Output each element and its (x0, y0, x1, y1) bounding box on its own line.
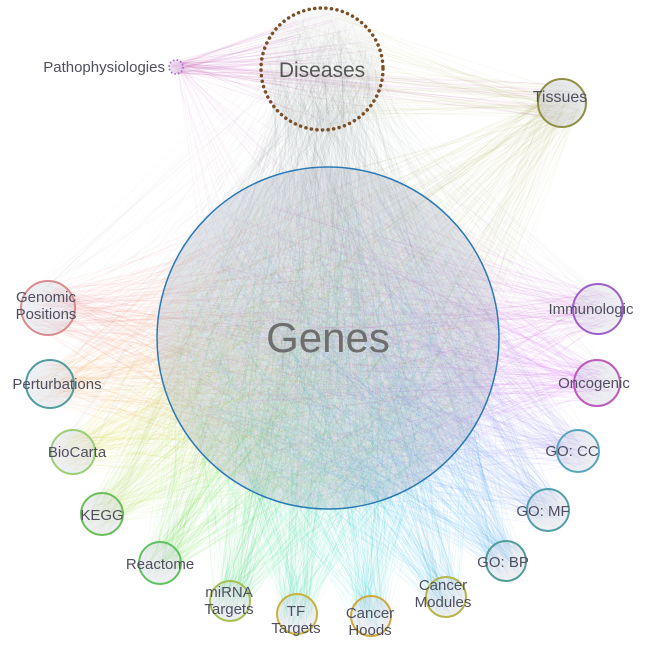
label-diseases: Diseases (279, 59, 365, 82)
node-mirna_targets[interactable] (209, 580, 251, 622)
node-immunologic[interactable] (572, 283, 624, 335)
edge-bundle-genomic_positions-genes (25, 177, 491, 500)
node-go_bp[interactable] (485, 540, 527, 582)
label-pathophysiologies: Pathophysiologies (43, 59, 165, 76)
node-kegg[interactable] (80, 492, 124, 536)
edge-bundle-immunologic-genes (167, 176, 620, 492)
edge-bundle-diseases-cancer_hoods (268, 19, 390, 632)
edge-bundle-go_mf-genes (181, 182, 566, 528)
edge-bundle-diseases-cancer_modules (268, 32, 454, 606)
edge-bundle-diseases-tf_targets (279, 23, 369, 629)
edge-bundle-kegg-genes (85, 179, 482, 533)
edge-bundle-diseases-mirna_targets (214, 24, 373, 619)
node-tf_targets[interactable] (276, 593, 318, 635)
node-go_cc[interactable] (556, 429, 600, 473)
label-go_cc: GO: CC (545, 443, 599, 460)
node-oncogenic[interactable] (573, 359, 621, 407)
edge-bundle-diseases-genomic_positions (23, 18, 364, 331)
edge-bundle-perturbations-genes (28, 173, 492, 504)
edge-bundle-reactome-genes (143, 181, 492, 579)
node-genomic_positions[interactable] (20, 280, 76, 336)
label-tissues: Tissues (533, 89, 588, 106)
label-oncogenic: Oncogenic (558, 375, 630, 392)
node-cancer_hoods[interactable] (350, 595, 392, 637)
node-diseases[interactable] (259, 6, 385, 132)
edge-bundle-cancer_modules-genes (167, 174, 485, 615)
edge-bundle-tf_targets-genes (173, 174, 480, 632)
label-genes: Genes (266, 314, 390, 361)
node-genes[interactable] (156, 166, 500, 510)
edge-bundle-diseases-biocarta (54, 17, 370, 467)
edge-bundle-diseases-perturbations (36, 30, 363, 406)
node-cancer_modules[interactable] (425, 576, 467, 618)
edge-bundle-pathophysiologies-genes (170, 61, 491, 463)
label-go_mf: GO: MF (516, 503, 569, 520)
edge-bundle-oncogenic-genes (171, 185, 618, 503)
edge-bundle-pathophysiologies-diseases (169, 13, 374, 122)
node-go_mf[interactable] (526, 488, 570, 532)
edge-bundle-diseases-oncogenic (271, 17, 617, 405)
edge-bundle-mirna_targets-genes (173, 174, 478, 619)
label-go_bp: GO: BP (477, 554, 529, 571)
edge-bundle-diseases-go_mf (279, 24, 565, 527)
node-biocarta[interactable] (50, 429, 96, 475)
edge-bundle-tissues-genes (169, 83, 582, 497)
edge-bundle-diseases-genes (172, 14, 493, 503)
edge-bundle-diseases-go_cc (291, 14, 597, 466)
node-reactome[interactable] (138, 541, 182, 585)
label-kegg: KEGG (80, 507, 123, 524)
edge-bundles (23, 13, 622, 632)
edge-bundle-pathophysiologies-tissues (170, 61, 581, 121)
label-biocarta: BioCarta (48, 444, 107, 461)
node-pathophysiologies[interactable] (168, 59, 184, 75)
edge-bundle-biocarta-genes (53, 186, 482, 492)
node-perturbations[interactable] (25, 359, 75, 409)
node-tissues[interactable] (537, 78, 587, 128)
edge-bundle-tissues-diseases (265, 13, 583, 125)
edge-bundle-diseases-go_bp (281, 19, 524, 580)
edge-bundle-cancer_hoods-genes (171, 180, 483, 632)
label-reactome: Reactome (126, 556, 194, 573)
label-perturbations: Perturbations (12, 376, 101, 393)
label-immunologic: Immunologic (548, 301, 634, 318)
edge-bundle-diseases-immunologic (291, 16, 622, 328)
